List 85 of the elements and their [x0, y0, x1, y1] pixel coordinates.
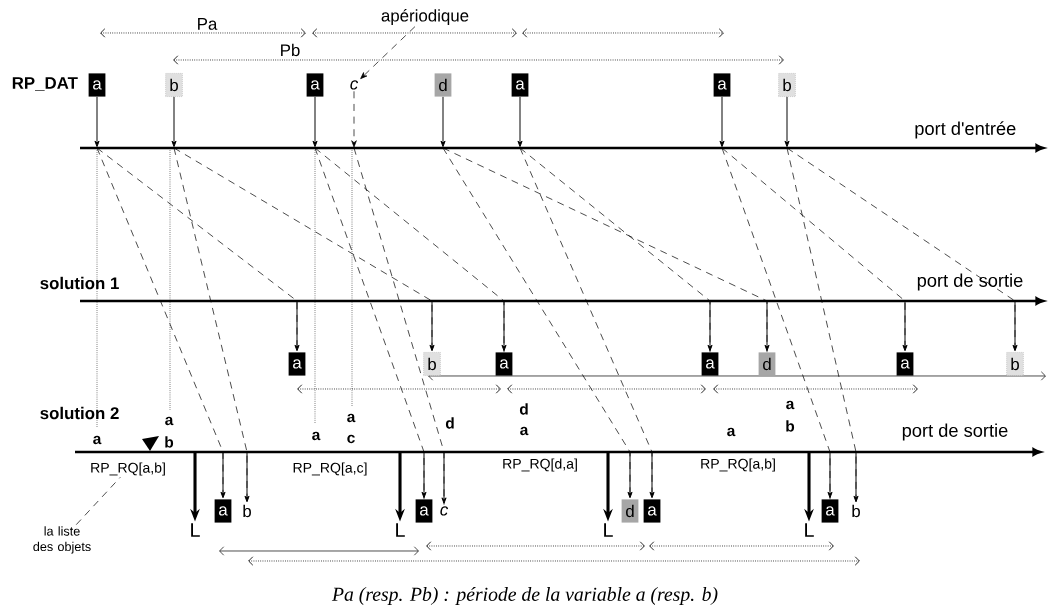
annotation-text: apériodique — [381, 9, 469, 25]
arrow — [517, 96, 523, 148]
object-letter: c — [350, 80, 359, 90]
list-marker: L — [805, 523, 814, 537]
object-box: d — [621, 499, 639, 523]
period-label: Pa — [198, 18, 218, 30]
arrow — [440, 96, 446, 148]
dashed-line — [721, 147, 831, 500]
arrow — [294, 300, 300, 352]
arrow — [351, 90, 357, 148]
arrow — [220, 451, 226, 499]
object-box: d — [434, 73, 452, 97]
list-letter: d — [445, 417, 454, 429]
object-box: a — [214, 499, 232, 523]
list-letter: a — [165, 416, 174, 426]
leader-arrow — [360, 26, 416, 79]
object-box: a — [415, 499, 433, 523]
dashed-line — [786, 147, 1016, 353]
dashed-line — [786, 147, 857, 504]
arrow — [244, 451, 250, 503]
object-box: a — [701, 352, 719, 376]
object-box: a — [288, 352, 306, 376]
list-letter: d — [519, 403, 528, 415]
row-label: solution 1 — [40, 276, 119, 290]
object-box: b — [1006, 352, 1024, 376]
object-box: b — [165, 73, 183, 97]
list-marker: L — [191, 523, 200, 537]
object-box: a — [88, 73, 106, 97]
object-letter: b — [852, 504, 860, 518]
arrow — [312, 96, 318, 148]
object-box: a — [713, 73, 731, 97]
arrow — [707, 300, 713, 352]
leader-line — [75, 476, 121, 525]
object-box: a — [306, 73, 324, 97]
object-box: d — [758, 352, 776, 376]
port-label: port de sortie — [917, 273, 1023, 291]
list-letter: a — [786, 400, 795, 410]
list-letter: c — [347, 434, 355, 444]
arrow — [764, 300, 770, 352]
arrow — [171, 96, 177, 148]
object-box: a — [495, 352, 513, 376]
arrow — [649, 451, 655, 499]
arrow — [1012, 300, 1018, 352]
arrow — [429, 300, 435, 352]
arrow — [784, 96, 790, 148]
list-marker: L — [396, 523, 405, 537]
arrow — [421, 451, 427, 499]
caption: Pa (resp. Pb) : période de la variable a (resp. b) — [331, 587, 718, 605]
object-box: a — [643, 499, 661, 523]
request-label: RP_RQ[a,c] — [293, 462, 367, 476]
object-box: b — [423, 352, 441, 376]
list-letter: b — [165, 436, 174, 448]
period-label: Pb — [281, 43, 300, 57]
request-label: RP_RQ[a,b] — [701, 458, 775, 472]
arrow — [627, 451, 633, 499]
list-letter: a — [727, 427, 736, 437]
object-box: a — [896, 352, 914, 376]
list-letter: a — [347, 413, 356, 423]
port-label: port d'entrée — [915, 121, 1016, 139]
request-label: RP_RQ[d,a] — [503, 458, 577, 472]
list-marker: L — [604, 523, 613, 537]
arrow — [719, 96, 725, 148]
object-letter: b — [243, 504, 251, 518]
list-letter: b — [786, 420, 795, 432]
object-box: a — [511, 73, 529, 97]
dashed-line — [314, 147, 425, 500]
row-label: RP_DAT — [12, 77, 78, 91]
arrow — [853, 451, 859, 503]
object-box: b — [778, 73, 796, 97]
annotation-text: la liste des objets — [33, 526, 91, 554]
request-label: RP_RQ[a,b] — [91, 462, 165, 476]
arrow — [501, 300, 507, 352]
list-letter: a — [312, 431, 321, 441]
dashed-line — [519, 147, 653, 500]
arrow — [441, 451, 447, 504]
arrow — [94, 96, 100, 148]
object-letter: c — [440, 506, 449, 516]
port-label: port de sortie — [902, 423, 1008, 441]
object-box: a — [821, 499, 839, 523]
dashed-line — [353, 147, 445, 506]
list-letter: a — [93, 435, 102, 445]
list-letter: a — [520, 426, 529, 436]
arrow — [827, 451, 833, 499]
arrow — [902, 300, 908, 352]
row-label: solution 2 — [40, 406, 119, 420]
